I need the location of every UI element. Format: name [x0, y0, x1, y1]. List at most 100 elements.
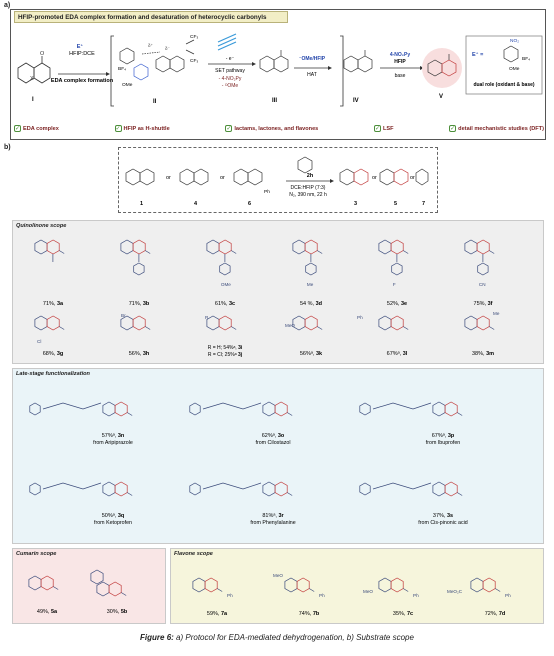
- flavone-title: Flavone scope: [174, 551, 213, 557]
- structure-3b: [120, 239, 151, 255]
- structure-row2-0: [34, 315, 65, 331]
- compound-IV: [343, 50, 373, 73]
- yield-7a: 59%, 7a: [207, 611, 228, 617]
- prod-5: 5: [394, 201, 397, 207]
- reagent-definition-box: [465, 35, 543, 95]
- dual-role: dual role (oxidant & base): [473, 82, 534, 88]
- base: base: [395, 73, 406, 79]
- structure-row2-3: [292, 315, 323, 331]
- substituent-r: R: [205, 315, 209, 320]
- yield-3j: R = Cl; 25%ᵃ 3j: [208, 352, 243, 358]
- conditions-1: DCE:HFIP (7:3): [291, 185, 326, 191]
- yield-3m: 38%, 3m: [472, 351, 494, 357]
- x-atom: X: [30, 76, 34, 82]
- bf4-II: BF₄: [118, 66, 126, 72]
- yield-3b: 71%, 3b: [129, 301, 150, 307]
- delta-minus: δ⁻: [165, 46, 171, 51]
- check-icon: ✓: [225, 125, 233, 132]
- structure-3c: [206, 239, 237, 255]
- appended-ring: [29, 402, 41, 416]
- yield-3e: 52%, 3e: [387, 301, 407, 307]
- ome-def: OMe: [509, 66, 520, 72]
- byproduct2: - ᴼOMe: [222, 83, 239, 89]
- compound-II: [119, 39, 195, 81]
- structure-3s: [432, 481, 463, 497]
- or-3: or: [372, 175, 377, 181]
- reagent-e: E⁺: [77, 43, 84, 50]
- structure-7b: [284, 577, 315, 593]
- source-3p: from Ibuprofen: [426, 440, 461, 446]
- hat: HAT: [307, 72, 317, 78]
- n-aryl-ring: [133, 262, 145, 276]
- label-I: I: [32, 97, 34, 103]
- byproduct1: - 4-NO₂Py: [219, 76, 242, 82]
- pyridinium-structure: [503, 45, 519, 63]
- yield-5a: 49%, 5a: [37, 609, 58, 615]
- substituent-meo-7b: MeO: [273, 573, 283, 578]
- structure-5b: [96, 581, 127, 597]
- or-2: or: [220, 175, 225, 181]
- structure-3f: [464, 239, 495, 255]
- yield-3p: 67%ᵃ, 3p: [432, 433, 455, 439]
- appended-ring: [359, 402, 371, 416]
- substituent-co2me-7d: MeO₂C: [447, 589, 463, 594]
- sm-4: 4: [194, 201, 198, 207]
- substituent-cn: CN: [479, 282, 486, 287]
- ome-hfip: ⁻OMe/HFIP: [299, 56, 326, 62]
- phenyl-7a: Ph: [227, 593, 233, 598]
- substituent-f: F: [393, 282, 396, 287]
- sm-6: 6: [248, 201, 251, 207]
- structure-7c: [378, 577, 409, 593]
- reagent-last1: 4-NO₂Py: [390, 52, 411, 58]
- yield-3c: 61%, 3c: [215, 301, 235, 307]
- yield-3q: 50%ᵃ, 3q: [102, 513, 125, 519]
- substituent-br: Br: [121, 313, 126, 318]
- structure-row2-1: [120, 315, 151, 331]
- reagent-solvent: HFIP:DCE: [69, 51, 95, 57]
- source-3q: from Ketoprofen: [94, 520, 132, 526]
- check-icon: ✓: [449, 125, 457, 132]
- source-3o: from Cilostazol: [255, 440, 290, 446]
- features-row: ✓EDA complex ✓HFIP as H-shuttle ✓lactams…: [14, 125, 544, 132]
- appended-ring: [189, 482, 201, 496]
- side-chain: [202, 402, 262, 410]
- fused-ring: [90, 569, 104, 585]
- feature-3: ✓lactams, lactones, and flavones: [225, 125, 319, 132]
- cf3-bottom: CF₃: [190, 58, 198, 64]
- compound-V: [427, 54, 457, 77]
- structure-3e: [378, 239, 409, 255]
- phenyl-7c: Ph: [413, 593, 419, 598]
- minus-e: - e⁻: [226, 56, 235, 62]
- structure-3q: [102, 481, 133, 497]
- substituent-ome: OMe: [221, 282, 231, 287]
- structure-7d: [470, 577, 501, 593]
- feature-4: ✓LSF: [373, 125, 394, 132]
- feature-5: ✓detail mechanistic studies (DFT): [449, 125, 544, 132]
- set-pathway: SET pathway: [215, 68, 245, 74]
- substituent-ph: Ph: [357, 315, 363, 320]
- cf3-top: CF₃: [190, 34, 198, 40]
- substituent-meo: MeO: [285, 323, 295, 328]
- delta-plus: δ⁺: [148, 43, 154, 48]
- structure-3r: [262, 481, 293, 497]
- substituent-cl: Cl: [37, 339, 41, 344]
- ome-II: OMe: [122, 82, 133, 88]
- step1: EDA complex formation: [51, 78, 114, 84]
- reagent-last2: HFIP: [394, 59, 406, 65]
- mechanism-scheme: O X I E⁺ HFIP:DCE EDA complex formation …: [17, 33, 543, 107]
- panel-b-label: b): [4, 144, 11, 151]
- structure-row2-2: [206, 315, 237, 331]
- yield-3a: 71%, 3a: [43, 301, 64, 307]
- no2: NO₂: [510, 38, 519, 44]
- yield-7c: 35%, 7c: [393, 611, 413, 617]
- or-1: or: [166, 175, 171, 181]
- n-aryl-ring: [477, 262, 489, 276]
- substituent-me: Me: [493, 311, 500, 316]
- figure-number: Figure 6:: [140, 633, 174, 642]
- label-II: II: [153, 99, 157, 105]
